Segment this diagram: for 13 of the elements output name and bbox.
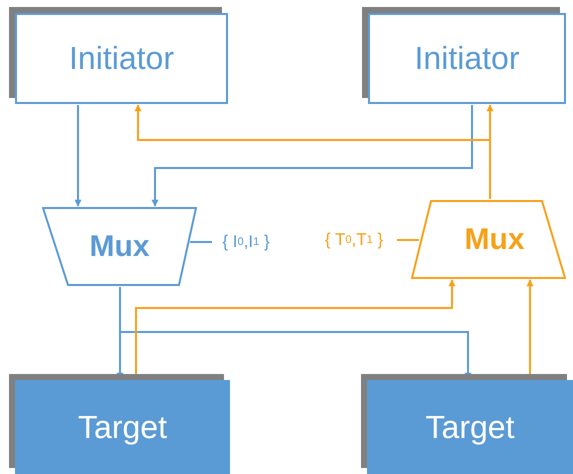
box-label: Initiator — [69, 40, 174, 77]
box-label: Target — [78, 408, 167, 446]
mux-trapezoid — [411, 200, 566, 279]
arrow — [74, 105, 82, 207]
box-label: Target — [426, 408, 514, 446]
leader-line — [190, 241, 212, 243]
mux-label: Mux — [90, 230, 150, 264]
leader-line — [397, 239, 419, 241]
mux-label: Mux — [464, 222, 524, 256]
box-label: Initiator — [414, 40, 520, 77]
arrow — [152, 105, 473, 207]
arrow — [134, 104, 491, 199]
mux-trapezoid — [42, 207, 197, 286]
